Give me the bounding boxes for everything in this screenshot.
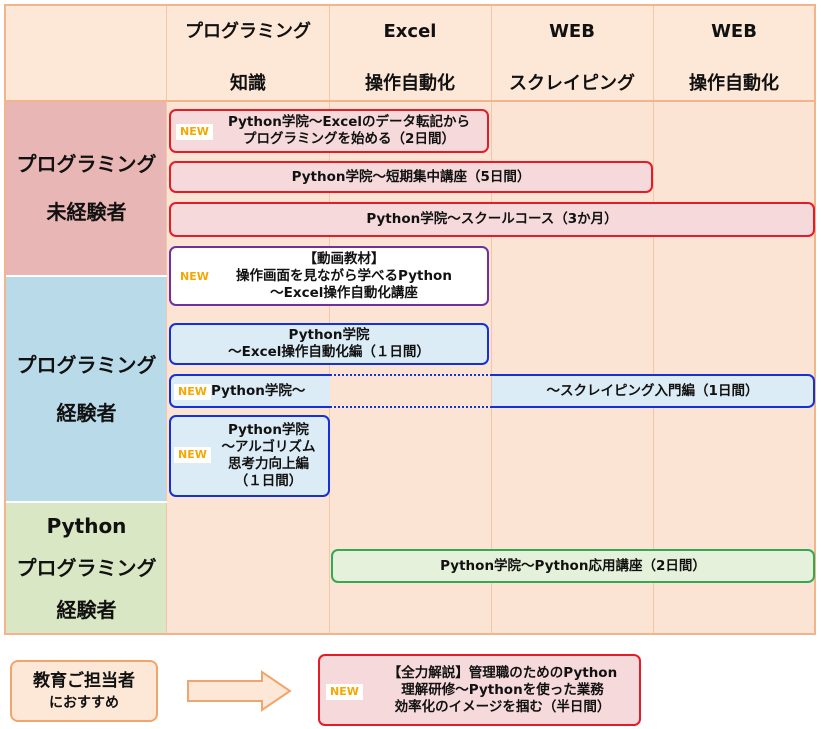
row-separator <box>6 275 167 277</box>
table-border <box>4 4 816 635</box>
recommend-box: 教育ご担当者 におすすめ <box>10 660 158 722</box>
row-header-line: プログラミング <box>16 353 157 377</box>
column-header-excel: Excel 操作自動化 <box>330 20 490 96</box>
arrow-right-icon <box>187 670 292 712</box>
new-badge: NEW <box>176 269 213 285</box>
column-header-line: 操作自動化 <box>365 73 455 94</box>
course-title-line: （１日間） <box>234 473 303 489</box>
column-header-programming: プログラミング 知識 <box>168 20 328 96</box>
column-header-line: 操作自動化 <box>689 73 779 94</box>
row-header-unexperienced: プログラミング 未経験者 <box>6 100 167 275</box>
row-header-line: 経験者 <box>56 401 117 425</box>
column-header-line: プログラミング <box>185 21 311 42</box>
course-short-intensive[interactable]: Python学院～短期集中講座（5日間） <box>169 161 653 193</box>
course-title-line: Python学院～Python応用講座（2日間） <box>440 557 706 574</box>
recommend-line: 教育ご担当者 <box>33 671 135 691</box>
row-header-line: 経験者 <box>56 598 117 622</box>
course-title-line: Python学院～スクールコース（3か月） <box>366 211 618 227</box>
grid-line <box>329 4 330 635</box>
course-title-line: プログラミングを始める（2日間） <box>243 131 455 147</box>
course-excel-automation[interactable]: Python学院 ～Excel操作自動化編（１日間） <box>169 323 489 365</box>
course-video-material[interactable]: 【動画教材】 操作画面を見ながら学べるPython ～Excel操作自動化講座 <box>169 246 489 306</box>
course-title-line: ～アルゴリズム <box>221 439 316 455</box>
row-bg-python <box>6 503 167 633</box>
course-title-line: 操作画面を見ながら学べるPython <box>236 267 452 284</box>
row-header-line: Python <box>46 514 127 538</box>
course-manager-python[interactable]: 【全力解説】管理職のためのPython 理解研修～Pythonを使った業務 効率… <box>318 654 641 726</box>
course-title-line: Python学院 <box>228 422 309 438</box>
grid-line <box>166 4 167 635</box>
column-header-line: Excel <box>383 21 437 42</box>
column-header-line: WEB <box>549 21 595 42</box>
course-scraping-connector <box>330 374 492 408</box>
course-title-line: 効率化のイメージを掴む（半日間） <box>394 698 611 715</box>
course-title-line: Python学院～短期集中講座（5日間） <box>291 168 531 185</box>
row-bg-unexperienced <box>6 100 167 275</box>
column-header-line: 知識 <box>230 73 266 94</box>
course-scraping-right[interactable]: ～スクレイピング入門編（1日間） <box>492 374 815 408</box>
course-title-line: ～スクレイピング入門編（1日間） <box>546 382 759 399</box>
row-header-line: プログラミング <box>16 556 157 580</box>
course-title-line: Python学院～Excelのデータ転記から <box>227 114 471 130</box>
row-separator <box>6 501 167 503</box>
row-header-experienced: プログラミング 経験者 <box>6 277 167 501</box>
column-header-line: スクレイピング <box>509 73 635 94</box>
recommend-line: におすすめ <box>49 695 119 711</box>
column-header-web-automation: WEB 操作自動化 <box>654 20 814 96</box>
row-bg-experienced <box>6 277 167 501</box>
new-badge: NEW <box>174 447 211 463</box>
new-badge: NEW <box>176 124 213 140</box>
course-title-line: 【動画教材】 <box>303 250 385 267</box>
new-badge: NEW <box>326 684 363 700</box>
row-header-python: Python プログラミング 経験者 <box>6 503 167 633</box>
course-title-line: 【全力解説】管理職のためのPython <box>387 664 618 681</box>
row-header-line: 未経験者 <box>46 199 127 224</box>
column-header-web-scraping: WEB スクレイピング <box>492 20 652 96</box>
grid-line <box>491 4 492 635</box>
course-title-line: Python学院～ <box>211 382 306 399</box>
column-header-line: WEB <box>711 21 757 42</box>
header-background <box>4 4 816 100</box>
grid-line <box>653 4 654 635</box>
course-python-advanced[interactable]: Python学院～Python応用講座（2日間） <box>331 549 815 583</box>
course-scraping-left[interactable]: Python学院～ <box>169 374 330 408</box>
course-title-line: 理解研修～Pythonを使った業務 <box>401 681 604 698</box>
course-excel-transcription[interactable]: Python学院～Excelのデータ転記から プログラミングを始める（2日間） <box>169 109 489 153</box>
course-title-line: ～Excel操作自動化編（１日間） <box>228 344 430 360</box>
grid-line <box>4 100 816 102</box>
new-badge: NEW <box>174 384 211 400</box>
course-title-line: ～Excel操作自動化講座 <box>270 284 418 301</box>
course-title-line: Python学院 <box>288 327 370 343</box>
row-header-line: プログラミング <box>16 151 157 176</box>
course-school[interactable]: Python学院～スクールコース（3か月） <box>169 202 815 237</box>
course-title-line: 思考力向上編 <box>227 456 309 472</box>
